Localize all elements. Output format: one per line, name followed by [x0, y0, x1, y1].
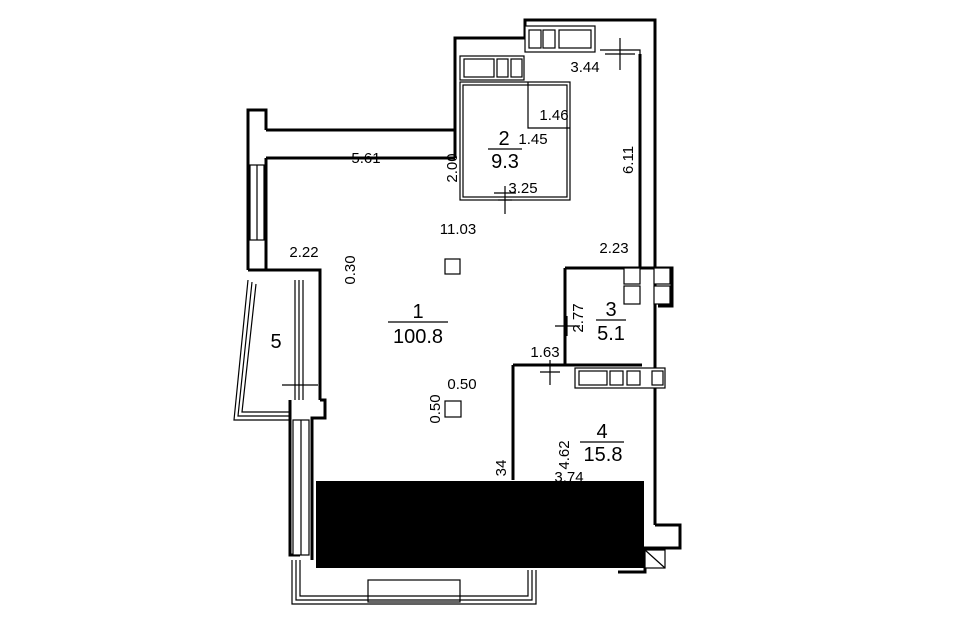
columns	[444, 258, 580, 418]
dim-0-30: 0.30	[342, 255, 359, 284]
dim-1-45: 1.45	[518, 131, 547, 148]
dim-5-61: 5.61	[351, 150, 380, 167]
room-4-area: 15.8	[584, 444, 623, 466]
dim-34: 34	[493, 460, 510, 477]
room-2-walls	[459, 81, 571, 214]
dim-0-50-v: 0.50	[427, 394, 444, 423]
room-1-number: 1	[412, 301, 423, 323]
dimension-labels: 3.44 1.46 1.45 6.11 5.61 2.00 3.25 11.03…	[289, 59, 637, 486]
dim-2-77: 2.77	[570, 303, 587, 332]
balcony-5	[233, 279, 318, 421]
dim-2-23: 2.23	[599, 240, 628, 257]
room-2-number: 2	[498, 128, 509, 150]
dim-3-44: 3.44	[570, 59, 599, 76]
room-labels: 1 100.8 2 9.3 3 5.1 4 15.8 5	[270, 128, 626, 466]
dim-6-11: 6.11	[620, 146, 637, 174]
dim-1-63: 1.63	[530, 344, 559, 361]
dim-1-46: 1.46	[539, 107, 568, 124]
dim-11-03: 11.03	[440, 221, 476, 238]
room-1-area: 100.8	[393, 326, 443, 348]
dim-0-50-h: 0.50	[447, 376, 476, 393]
walls	[246, 18, 682, 574]
room-4-number: 4	[596, 421, 607, 443]
dim-2-00: 2.00	[444, 153, 461, 182]
watermark-main: VERGES	[318, 477, 642, 529]
watermark-sub: of estate	[426, 546, 539, 569]
room-2-area: 9.3	[491, 151, 519, 173]
watermark-logo: VERGES of estate	[316, 477, 644, 569]
dim-4-62: 4.62	[556, 440, 573, 469]
room-3-area: 5.1	[597, 323, 625, 345]
room-5-number: 5	[270, 331, 281, 353]
bottom-bay	[291, 560, 537, 605]
room-3-number: 3	[605, 299, 616, 321]
dim-2-22: 2.22	[289, 244, 318, 261]
dim-3-25: 3.25	[508, 180, 537, 197]
